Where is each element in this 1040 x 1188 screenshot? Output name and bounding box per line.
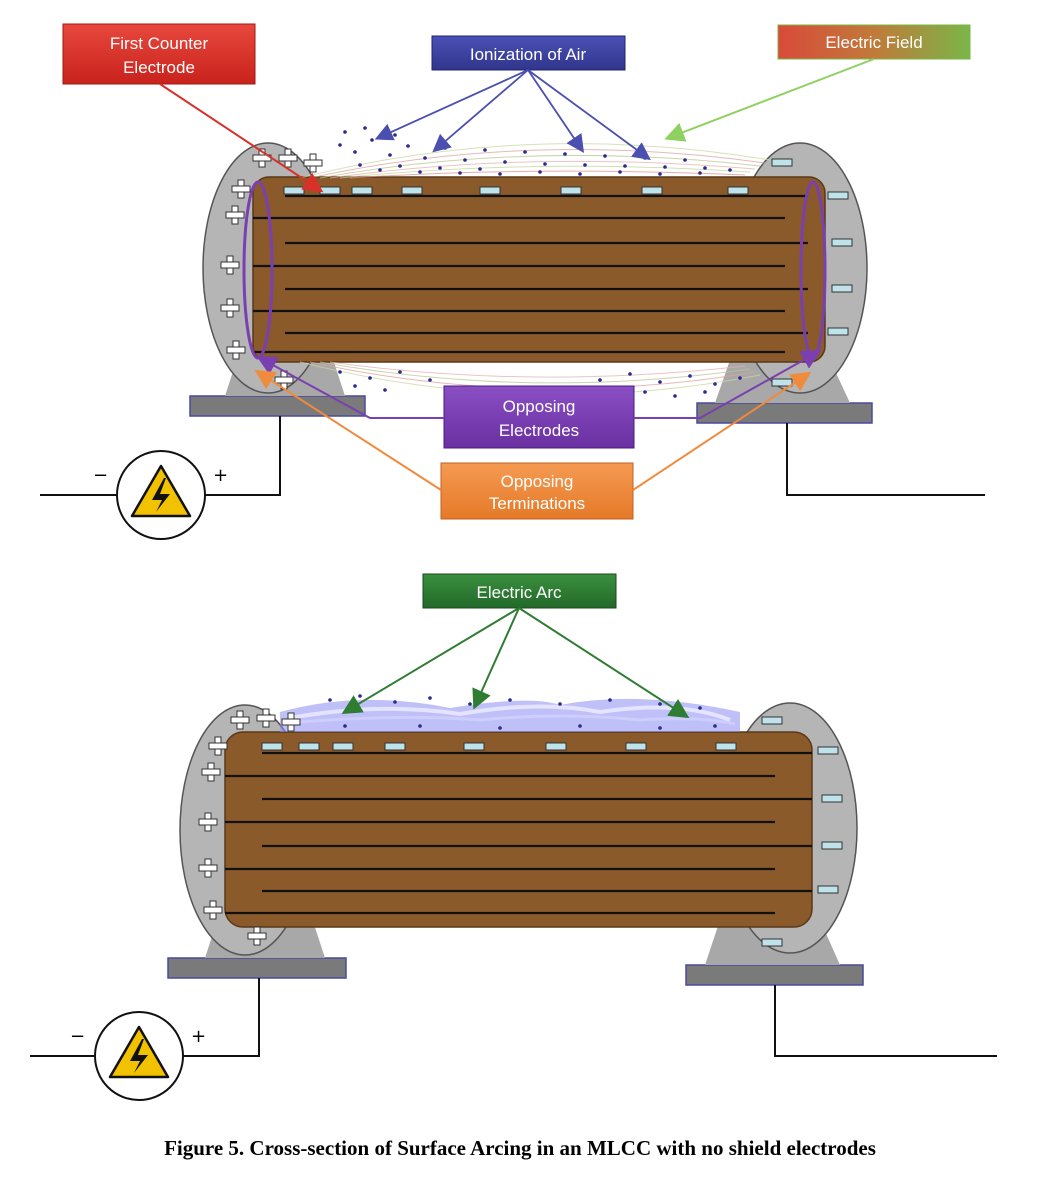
label-ionization-of-air: Ionization of Air — [431, 35, 626, 71]
left-wire — [205, 416, 281, 496]
surface-electrode-tabs — [283, 186, 749, 195]
right-wire-bottom — [774, 985, 997, 1057]
electric-arc-text: Electric Arc — [476, 583, 562, 602]
arrows-ionization — [374, 69, 651, 161]
label-electric-arc: Electric Arc — [422, 573, 617, 609]
positive-sign: + — [213, 465, 228, 486]
warning-lightning-icon — [130, 464, 192, 518]
left-solder-pad-bottom — [167, 957, 347, 979]
first-counter-line2: Electrode — [123, 58, 195, 77]
top-capacitor: − + — [40, 126, 985, 540]
electric-field-text: Electric Field — [825, 33, 922, 52]
ceramic-body-bottom — [224, 731, 813, 928]
minus-sign-icons-right-bottom — [761, 716, 843, 947]
left-solder-pad — [189, 395, 366, 417]
arrow-first-counter — [159, 83, 324, 193]
opposing-electrodes-line2: Electrodes — [499, 421, 579, 440]
electric-field-lines-top — [299, 143, 771, 179]
internal-electrodes — [253, 194, 808, 354]
minus-sign-icons-right — [771, 158, 853, 387]
plus-sign-icons-left — [220, 148, 323, 390]
ionization-text: Ionization of Air — [470, 45, 587, 64]
negative-sign: − — [93, 465, 108, 486]
positive-sign-bottom: + — [191, 1026, 206, 1047]
internal-electrodes-bottom — [225, 751, 812, 915]
opposing-terminations-line1: Opposing — [501, 472, 574, 491]
warning-lightning-icon — [108, 1025, 170, 1079]
negative-sign-bottom: − — [70, 1026, 85, 1047]
electric-arc-glow — [280, 698, 740, 732]
left-wire-bottom — [182, 978, 260, 1057]
voltage-source-bottom: − + — [70, 1011, 206, 1101]
opposing-terminations-line2: Terminations — [489, 494, 585, 513]
arrows-electric-arc — [341, 607, 690, 719]
ion-particles — [338, 126, 742, 398]
arc-particles — [328, 694, 717, 730]
bottom-capacitor: − + — [30, 694, 997, 1101]
plus-sign-icons-left-bottom — [198, 708, 301, 946]
figure-caption: Figure 5. Cross-section of Surface Arcin… — [164, 1136, 876, 1160]
first-counter-line1: First Counter — [110, 34, 209, 53]
ceramic-body — [252, 176, 826, 363]
voltage-source: − + — [93, 450, 228, 540]
arrows-opposing-terminations — [254, 369, 812, 491]
label-electric-field: Electric Field — [777, 24, 971, 60]
arrows-opposing-electrodes — [256, 350, 822, 419]
right-wire — [786, 423, 985, 496]
surface-electrode-tabs-bottom — [261, 742, 737, 751]
opposing-electrodes-line1: Opposing — [503, 397, 576, 416]
right-solder-pad-bottom — [685, 964, 864, 986]
arrow-electric-field — [664, 58, 875, 142]
label-first-counter-electrode: First Counter Electrode — [62, 23, 256, 85]
label-opposing-terminations: Opposing Terminations — [440, 462, 634, 520]
label-opposing-electrodes: Opposing Electrodes — [443, 385, 635, 449]
